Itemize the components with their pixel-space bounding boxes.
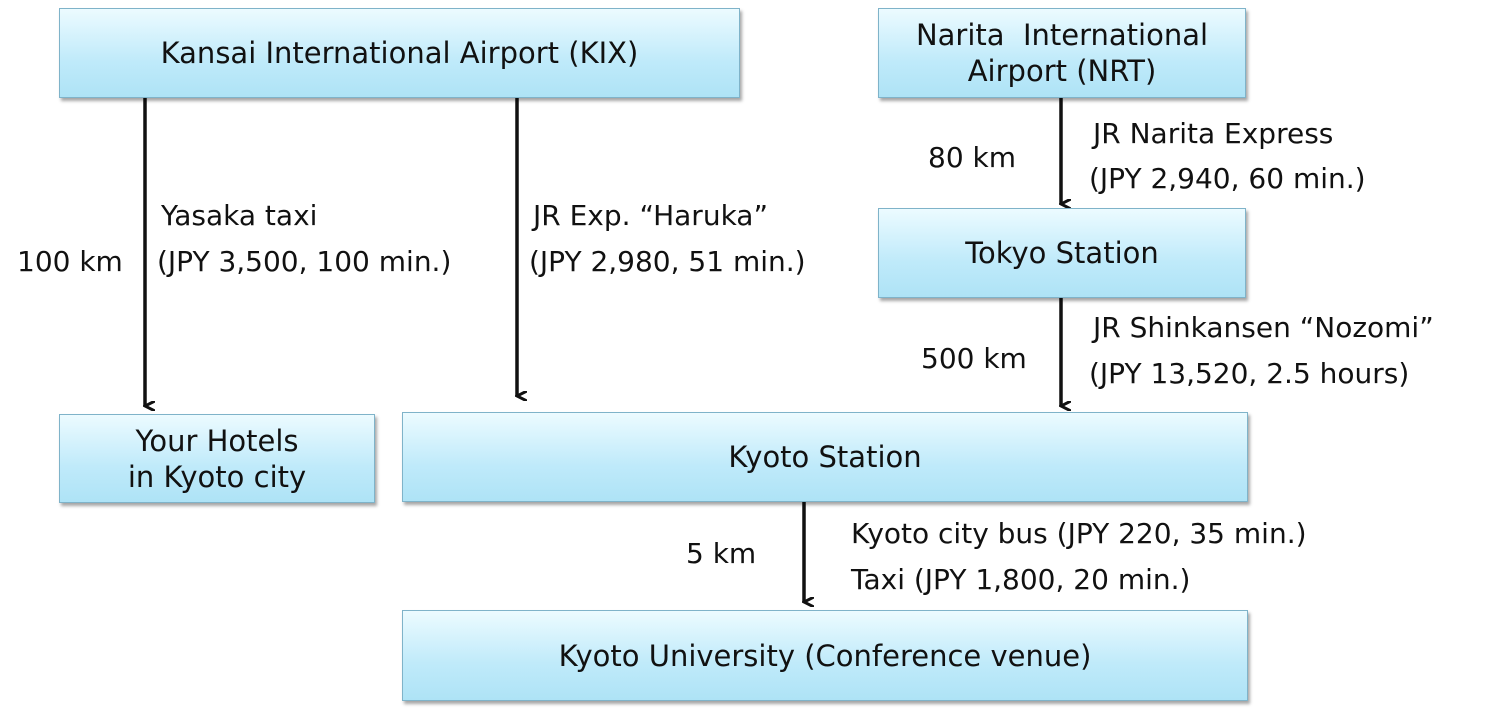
node-your-hotels: Your Hotels in Kyoto city — [59, 414, 375, 503]
route-kix-to-kyoto-detail: (JPY 2,980, 51 min.) — [529, 245, 806, 278]
distance-kyoto-to-university: 5 km — [686, 537, 757, 570]
route-nrt-to-tokyo-detail: (JPY 2,940, 60 min.) — [1089, 162, 1366, 195]
node-tokyo-station: Tokyo Station — [878, 208, 1246, 298]
route-nrt-to-tokyo-name: JR Narita Express — [1093, 117, 1334, 150]
route-kyoto-to-university-taxi: Taxi (JPY 1,800, 20 min.) — [851, 563, 1191, 596]
node-kyoto-university-label: Kyoto University (Conference venue) — [558, 638, 1092, 673]
route-kyoto-to-university-bus: Kyoto city bus (JPY 220, 35 min.) — [851, 517, 1307, 550]
distance-nrt-to-tokyo: 80 km — [928, 141, 1017, 174]
route-kix-to-hotels-detail: (JPY 3,500, 100 min.) — [157, 245, 452, 278]
node-kyoto-station-label: Kyoto Station — [728, 440, 922, 474]
node-kansai-airport-label: Kansai International Airport (KIX) — [160, 36, 639, 70]
route-tokyo-to-kyoto-name: JR Shinkansen “Nozomi” — [1093, 311, 1434, 344]
node-narita-airport-label-line2: Airport (NRT) — [967, 54, 1157, 88]
route-kix-to-kyoto-name: JR Exp. “Haruka” — [533, 199, 768, 232]
route-kix-to-hotels-name: Yasaka taxi — [161, 199, 318, 232]
node-your-hotels-label-line2: in Kyoto city — [127, 459, 307, 494]
distance-kix-to-hotels: 100 km — [17, 245, 123, 278]
node-tokyo-station-label: Tokyo Station — [965, 236, 1159, 270]
node-kansai-airport: Kansai International Airport (KIX) — [59, 8, 740, 98]
node-your-hotels-label-line1: Your Hotels — [135, 423, 299, 458]
node-kyoto-university: Kyoto University (Conference venue) — [402, 610, 1248, 701]
node-narita-airport-label-line1: Narita International — [915, 18, 1209, 52]
node-kyoto-station: Kyoto Station — [402, 412, 1248, 502]
distance-tokyo-to-kyoto: 500 km — [921, 342, 1027, 375]
route-tokyo-to-kyoto-detail: (JPY 13,520, 2.5 hours) — [1089, 357, 1410, 390]
node-narita-airport: Narita International Airport (NRT) — [878, 8, 1246, 98]
